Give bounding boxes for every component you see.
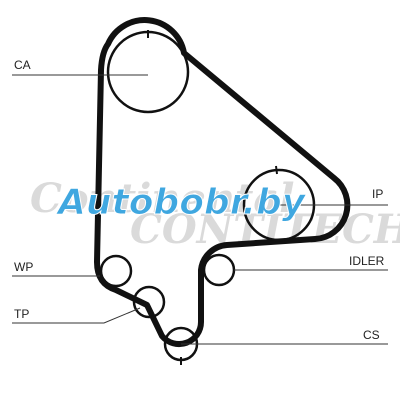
leader-line-tp — [12, 307, 141, 324]
label-idler: IDLER — [349, 254, 385, 268]
pulley-tp — [132, 285, 166, 319]
timing-belt — [94, 17, 351, 348]
label-wp: WP — [14, 260, 33, 274]
pulley-ip-timing-mark — [275, 165, 278, 175]
label-ip: IP — [372, 187, 383, 201]
label-tp: TP — [14, 307, 29, 321]
pulley-ca — [106, 30, 190, 114]
label-ca: CA — [14, 58, 31, 72]
label-cs: CS — [363, 328, 380, 342]
watermark-autobobr: Autobobr.by — [55, 182, 307, 223]
pulley-wp — [99, 254, 133, 288]
pulley-idler — [202, 253, 236, 287]
